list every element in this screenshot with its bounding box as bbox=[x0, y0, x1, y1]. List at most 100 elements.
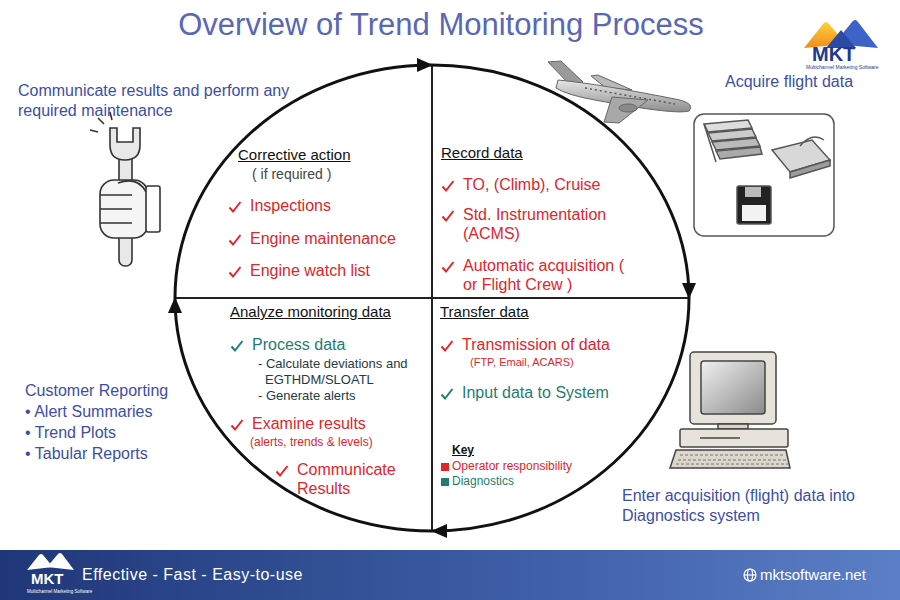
side-note: Enter acquisition (flight) data into Dia… bbox=[622, 486, 860, 526]
text-row: Automatic acquisition ( or Flight Crew ) bbox=[441, 256, 635, 295]
cycle-arrow bbox=[175, 298, 432, 531]
quadrant-panel: Analyze monitoring dataProcess data- Cal… bbox=[175, 298, 432, 531]
computer-illustration-part bbox=[690, 352, 776, 424]
panel-text: Automatic acquisition ( or Flight Crew ) bbox=[463, 256, 635, 295]
footer-logo-mark bbox=[27, 553, 74, 570]
text-row: Engine maintenance bbox=[228, 229, 396, 249]
side-note: Acquire flight data bbox=[725, 72, 853, 92]
wrench-hand-illustration-part bbox=[100, 180, 148, 238]
check-mark-stroke bbox=[277, 466, 288, 476]
check-mark bbox=[230, 339, 244, 353]
computer-illustration bbox=[670, 352, 790, 468]
footer-logo-mark-part bbox=[47, 553, 74, 570]
text-row: Engine watch list bbox=[228, 261, 396, 281]
quadrant-panel: Record dataTO, (Climb), CruiseStd. Instr… bbox=[432, 65, 689, 298]
side-note: Communicate results and perform any requ… bbox=[18, 81, 293, 121]
panel-heading: Corrective action bbox=[238, 146, 351, 164]
panel-content: Transfer dataTransmission of data(FTP, E… bbox=[440, 303, 642, 403]
data-media-illustration bbox=[694, 114, 834, 236]
panel-content: Analyze monitoring dataProcess data- Cal… bbox=[230, 303, 443, 499]
text-row: Communicate Results bbox=[275, 460, 443, 499]
check-mark-stroke bbox=[443, 181, 454, 191]
text-row: Inspections bbox=[228, 196, 396, 216]
text-row: Std. Instrumentation (ACMS) bbox=[441, 205, 635, 244]
check-mark bbox=[228, 265, 242, 279]
airplane-illustration-part bbox=[585, 88, 675, 104]
footer-url: mktsoftware.net bbox=[760, 566, 866, 585]
footer-slogan: Effective - Fast - Easy-to-use bbox=[82, 565, 303, 585]
computer-illustration-part bbox=[676, 455, 788, 464]
text-row: Corrective action bbox=[238, 146, 396, 164]
quadrant-divider-lines-part bbox=[175, 297, 689, 299]
panel-text: Engine watch list bbox=[250, 261, 370, 281]
data-media-illustration-part bbox=[704, 124, 716, 162]
text-row: (FTP, Email, ACARS) bbox=[470, 356, 642, 369]
legend-heading: Key bbox=[452, 443, 474, 458]
check-mark bbox=[275, 464, 289, 478]
panel-text: Communicate Results bbox=[297, 460, 409, 499]
computer-illustration-part bbox=[700, 437, 740, 439]
panel-text: Engine maintenance bbox=[250, 229, 396, 249]
footer-logo-mark-part bbox=[27, 554, 53, 570]
cycle-arrow bbox=[175, 65, 432, 298]
legend-text: Diagnostics bbox=[452, 474, 514, 489]
check-mark-stroke bbox=[230, 235, 241, 245]
check-mark bbox=[440, 387, 454, 401]
logo-text: MKT bbox=[812, 42, 855, 67]
check-mark bbox=[440, 339, 454, 353]
report-item: • Tabular Reports bbox=[25, 444, 148, 464]
panel-text: (FTP, Email, ACARS) bbox=[470, 356, 574, 369]
panel-heading: Record data bbox=[441, 144, 523, 162]
check-mark-stroke bbox=[442, 389, 453, 399]
panel-content: Record dataTO, (Climb), CruiseStd. Instr… bbox=[441, 144, 635, 295]
diagram-title: Overview of Trend Monitoring Process bbox=[0, 6, 882, 45]
check-mark bbox=[228, 233, 242, 247]
airplane-illustration-part bbox=[619, 104, 637, 112]
globe-icon-part bbox=[744, 569, 756, 581]
panel-text: Process data bbox=[252, 335, 345, 355]
panel-text: Examine results bbox=[252, 414, 366, 434]
data-media-illustration-part bbox=[737, 186, 771, 224]
text-row: Analyze monitoring data bbox=[230, 303, 443, 321]
check-mark bbox=[441, 179, 455, 193]
check-mark bbox=[230, 418, 244, 432]
panel-text: TO, (Climb), Cruise bbox=[463, 175, 601, 195]
text-row: - Calculate deviations and EGTHDM/SLOATL bbox=[258, 356, 443, 388]
footer-band bbox=[0, 550, 900, 600]
legend-swatch bbox=[441, 478, 449, 486]
check-mark bbox=[441, 209, 455, 223]
computer-illustration-part bbox=[670, 450, 790, 468]
globe-icon-part bbox=[744, 574, 756, 575]
computer-illustration-part bbox=[701, 361, 765, 414]
check-mark-stroke bbox=[443, 211, 454, 221]
check-mark bbox=[441, 260, 455, 274]
text-row: Examine results bbox=[230, 414, 443, 434]
panel-text: - Calculate deviations and EGTHDM/SLOATL bbox=[258, 356, 443, 388]
check-mark-stroke bbox=[232, 420, 243, 430]
data-media-illustration-part bbox=[742, 205, 766, 221]
panel-text: Std. Instrumentation (ACMS) bbox=[463, 205, 635, 244]
panel-text: Input data to System bbox=[462, 383, 642, 403]
text-row: Transfer data bbox=[440, 303, 642, 321]
legend-row: Operator responsibility bbox=[441, 459, 572, 474]
data-media-illustration-part bbox=[745, 187, 761, 197]
wrench-hand-illustration-part bbox=[118, 181, 146, 192]
data-media-illustration-part bbox=[790, 160, 830, 178]
airplane-illustration bbox=[548, 61, 691, 123]
check-mark bbox=[228, 200, 242, 214]
check-mark-stroke bbox=[443, 262, 454, 272]
legend-text: Operator responsibility bbox=[452, 459, 572, 474]
text-row: Input data to System bbox=[440, 383, 642, 403]
check-mark-stroke bbox=[230, 267, 241, 277]
check-mark-stroke bbox=[232, 341, 243, 351]
text-row: ( if required ) bbox=[252, 166, 396, 183]
panel-text: Transmission of data bbox=[462, 335, 642, 355]
wrench-hand-illustration-part bbox=[146, 186, 160, 232]
text-row: (alerts, trends & levels) bbox=[250, 435, 443, 450]
computer-illustration-part bbox=[680, 429, 788, 447]
report-heading: Customer Reporting bbox=[25, 381, 168, 401]
quadrant-panel: Corrective action ( if required ) Inspecti… bbox=[175, 65, 432, 298]
airplane-illustration-part bbox=[604, 97, 648, 123]
panel-text: - Generate alerts bbox=[258, 388, 356, 404]
logo-tagline: Multichannel Marketing Software bbox=[27, 589, 92, 595]
